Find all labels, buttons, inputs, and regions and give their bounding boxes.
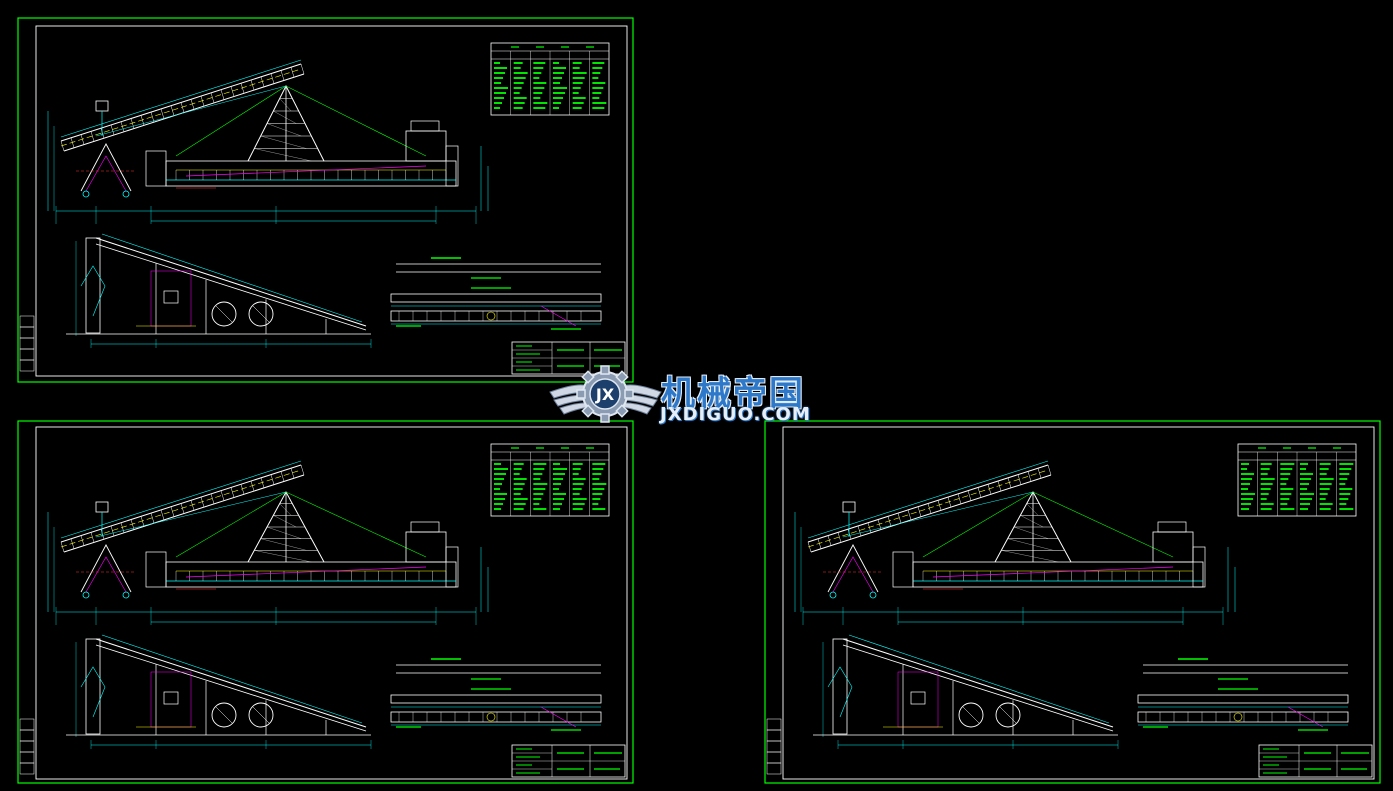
title-block — [511, 744, 626, 778]
belt-detail-view — [390, 658, 602, 731]
parts-list-table — [490, 42, 610, 116]
elevation-view — [794, 460, 1236, 625]
elevation-view — [47, 460, 489, 625]
drawing-sheet-3 — [764, 420, 1381, 784]
belt-detail-view — [390, 257, 602, 330]
side-view — [66, 233, 372, 348]
drawing-sheet-1 — [17, 17, 634, 383]
drawing-sheet-2 — [17, 420, 634, 784]
side-view — [813, 634, 1119, 749]
title-block — [1258, 744, 1373, 778]
brand-name: 机械帝国 — [661, 374, 805, 414]
elevation-view — [47, 59, 489, 224]
emblem-letters: JX — [595, 385, 615, 404]
side-view — [66, 634, 372, 749]
watermark: JX 机械帝国 JXDIGUO.COM — [548, 362, 848, 428]
parts-list-table — [1237, 443, 1357, 517]
brand-url: JXDIGUO.COM — [660, 404, 811, 425]
belt-detail-view — [1137, 658, 1349, 731]
gear-wings-logo-icon: JX — [549, 365, 662, 423]
parts-list-table — [490, 443, 610, 517]
